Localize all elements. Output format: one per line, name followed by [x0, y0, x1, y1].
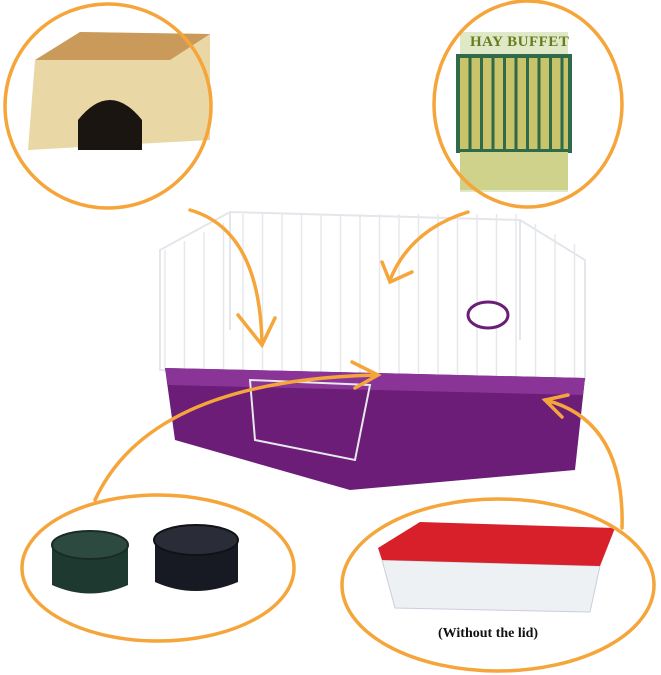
hay-buffet-rack [456, 32, 572, 192]
product-label: HAY BUFFET [470, 34, 570, 50]
plastic-storage-bin [378, 522, 615, 613]
annotation-circles [3, 0, 656, 673]
cage [159, 210, 586, 490]
annotation-arrows [93, 208, 624, 530]
bin-caption: (Without the lid) [438, 626, 539, 641]
cage-ramp [248, 378, 372, 462]
cage-wire-top [159, 210, 586, 382]
wooden-hideout [28, 32, 210, 150]
cage-base [165, 368, 585, 490]
ceramic-bowls [51, 524, 239, 594]
